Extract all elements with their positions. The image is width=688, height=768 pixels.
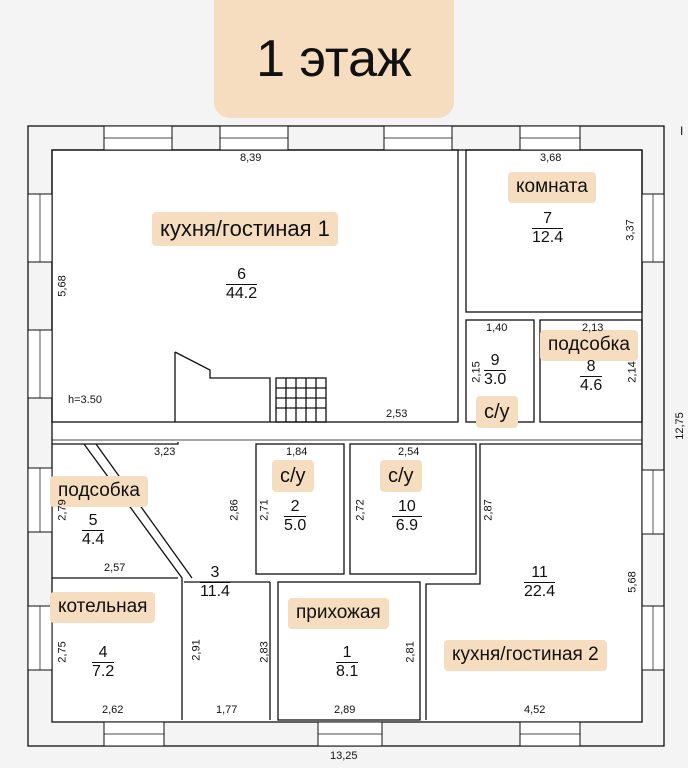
dimension-label: 2,86 <box>228 499 241 521</box>
label-kitchen-living-1: кухня/гостиная 1 <box>152 212 338 247</box>
room-1-outline <box>277 581 421 721</box>
label-boiler-room: котельная <box>50 592 156 623</box>
dimension-label: 2,15 <box>470 361 483 383</box>
dimension-label: 8,39 <box>240 152 262 164</box>
dimension-label: 2,75 <box>56 641 69 663</box>
dimension-label: 1,40 <box>486 322 508 334</box>
dimension-label: 1,84 <box>286 446 308 458</box>
dimension-label: 2,13 <box>582 322 604 334</box>
dimension-label: 2,72 <box>354 499 367 521</box>
room-2-outline <box>255 443 345 575</box>
dimension-label: 2,79 <box>56 499 69 521</box>
wall-diagonal <box>95 443 193 579</box>
room-11-outline <box>425 443 642 720</box>
dimension-label: 12,75 <box>673 412 686 440</box>
label-wc-2: с/у <box>272 460 314 492</box>
dimension-label: 2,53 <box>386 408 408 420</box>
edge-mark: I <box>680 124 684 138</box>
dimension-label: 3,68 <box>540 152 562 164</box>
dimension-label: 2,62 <box>102 704 124 716</box>
dimension-label: 2,89 <box>334 704 356 716</box>
label-kitchen-living-2: кухня/гостиная 2 <box>444 640 607 671</box>
room-10-outline <box>349 443 477 575</box>
label-wc-3: с/у <box>380 460 422 492</box>
label-storage-1: подсобка <box>540 330 638 361</box>
floor-title: 1 этаж <box>214 0 454 118</box>
stair-outline <box>174 351 271 422</box>
dimension-label: 2,91 <box>190 639 203 661</box>
dimension-label: 2,81 <box>404 641 417 663</box>
dimension-label: 2,87 <box>482 499 495 521</box>
label-room: комната <box>508 172 596 203</box>
dimension-label: 1,77 <box>216 704 238 716</box>
dimension-label: 5,68 <box>626 571 639 593</box>
dimension-label: 2,54 <box>398 446 420 458</box>
label-storage-2: подсобка <box>50 476 148 507</box>
dimension-label: 2,83 <box>258 641 271 663</box>
dimension-label: 5,68 <box>56 275 69 297</box>
dimension-label: 3,23 <box>154 446 176 458</box>
dimension-label: h=3.50 <box>68 394 102 406</box>
label-wc-1: с/у <box>476 396 518 428</box>
room-8-outline <box>539 319 643 423</box>
dimension-label: 13,25 <box>330 750 358 762</box>
wall-segment <box>52 442 179 445</box>
dimension-label: 2,14 <box>626 361 639 383</box>
dimension-label: 2,57 <box>104 562 126 574</box>
dimension-label: 2,71 <box>258 499 271 521</box>
label-hallway: прихожая <box>288 598 389 629</box>
stair-steps <box>275 377 327 423</box>
dimension-label: 4,52 <box>524 704 546 716</box>
dimension-label: 3,37 <box>624 219 637 241</box>
